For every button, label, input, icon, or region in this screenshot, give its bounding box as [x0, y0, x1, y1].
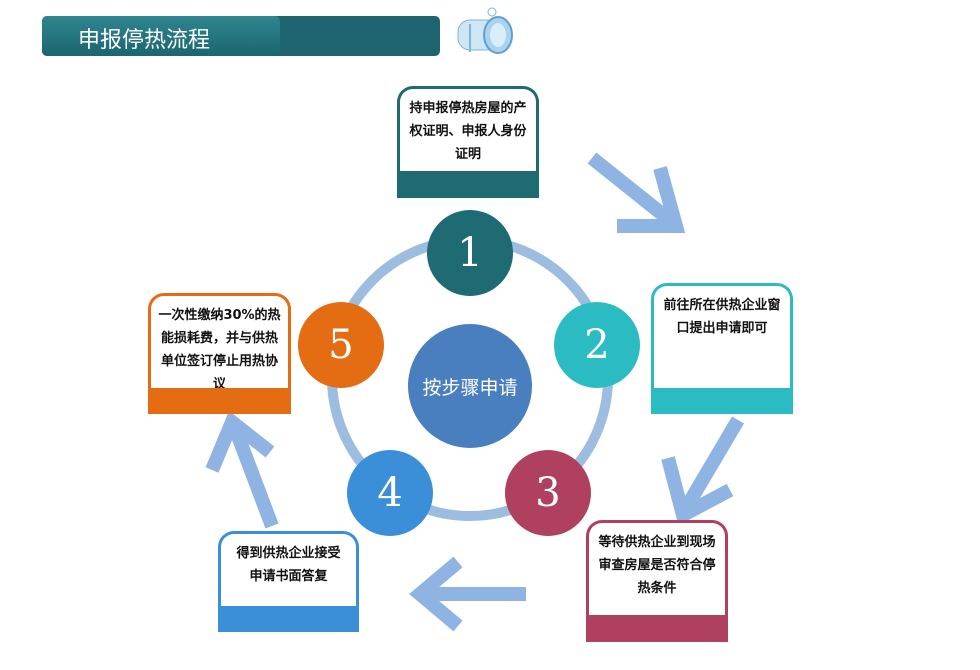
step-box-5: 一次性缴纳30%的热能损耗费，并与供热单位签订停止用热协议: [148, 293, 291, 414]
step-number: 4: [377, 470, 403, 516]
step-number: 2: [584, 322, 610, 368]
step-number: 5: [328, 322, 354, 368]
step-circle-2: 2: [554, 302, 640, 388]
step-box-3: 等待供热企业到现场审查房屋是否符合停热条件: [586, 520, 728, 642]
step-box-1: 持申报停热房屋的产权证明、申报人身份证明: [397, 86, 539, 198]
step-text: 一次性缴纳30%的热能损耗费，并与供热单位签订停止用热协议: [158, 308, 281, 392]
step-circle-5: 5: [298, 302, 384, 388]
step-circle-1: 1: [427, 210, 513, 296]
center-circle: 按步骤申请: [408, 324, 532, 448]
step-circle-3: 3: [505, 450, 591, 536]
step-text: 持申报停热房屋的产权证明、申报人身份证明: [409, 101, 527, 162]
boiler-icon: [457, 7, 513, 54]
step-number: 1: [457, 230, 483, 276]
step-text: 等待供热企业到现场审查房屋是否符合停热条件: [598, 535, 716, 596]
step-circle-4: 4: [347, 450, 433, 536]
arrow-2-to-3: [661, 416, 745, 526]
arrow-4-to-5: [205, 410, 279, 529]
arrow-1-to-2: [587, 152, 686, 233]
title-banner: 申报停热流程: [42, 16, 440, 56]
arrow-3-to-4: [409, 556, 526, 632]
page-title: 申报停热流程: [78, 28, 211, 53]
step-number: 3: [535, 470, 561, 516]
center-label: 按步骤申请: [422, 376, 518, 399]
step-box-4: 得到供热企业接受申请书面答复: [218, 531, 359, 632]
step-text: 得到供热企业接受申请书面答复: [236, 546, 341, 584]
step-box-2: 前往所在供热企业窗口提出申请即可: [651, 283, 793, 414]
step-text: 前往所在供热企业窗口提出申请即可: [663, 298, 781, 336]
